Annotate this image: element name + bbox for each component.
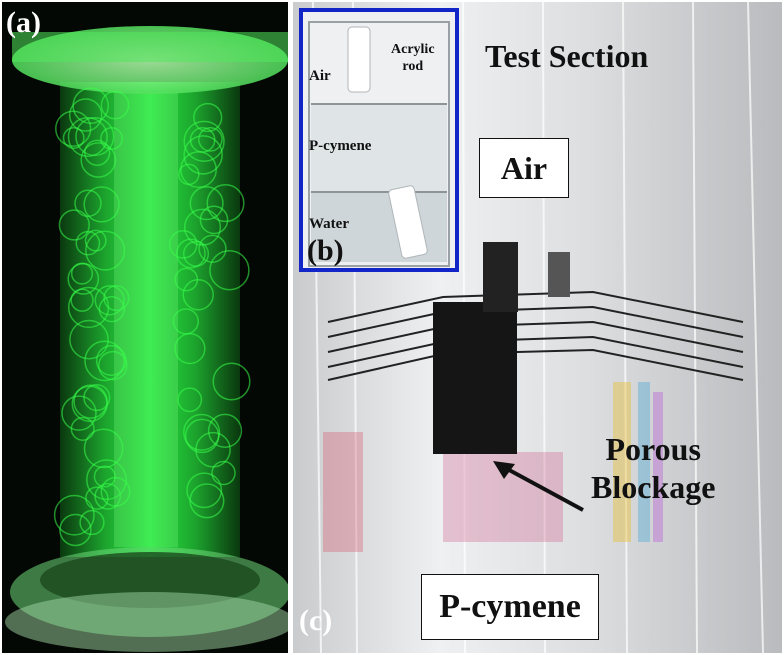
bubble xyxy=(212,362,251,401)
bubble xyxy=(189,127,216,153)
bubble xyxy=(85,486,109,510)
bubble xyxy=(183,120,225,162)
bubble xyxy=(174,332,206,365)
inset-water-label: Water xyxy=(309,216,349,232)
panel-c-photo: Test Section Air Porous Blockage P-cymen… xyxy=(293,2,782,653)
bubble xyxy=(209,249,250,291)
p-cymene-label: P-cymene xyxy=(421,574,599,640)
bubble xyxy=(211,460,236,486)
test-section-label: Test Section xyxy=(485,38,649,74)
inset-p-cymene-label: P-cymene xyxy=(309,138,372,154)
bubble xyxy=(207,413,243,448)
bubble xyxy=(186,472,223,509)
bubble xyxy=(168,230,198,259)
bubble xyxy=(83,186,120,223)
bubble xyxy=(83,384,111,412)
bubble xyxy=(55,110,92,147)
bubble xyxy=(198,234,227,263)
bubble xyxy=(103,285,130,312)
bubble-circles xyxy=(53,87,251,547)
panel-c-tag: (c) xyxy=(299,604,333,637)
bubble xyxy=(85,230,126,271)
bubble xyxy=(174,267,199,292)
bubble xyxy=(75,230,101,256)
bubble xyxy=(183,413,221,451)
bubble xyxy=(61,395,97,431)
bubble xyxy=(177,387,203,413)
green-cylinder-illustration xyxy=(2,2,288,653)
bubble xyxy=(79,509,105,536)
bubble xyxy=(70,262,94,285)
inset-air-label: Air xyxy=(309,68,331,84)
bubble xyxy=(182,240,210,267)
bubble xyxy=(86,459,127,501)
bubble xyxy=(172,308,199,335)
bubble xyxy=(83,428,124,469)
bubble xyxy=(206,184,245,223)
air-label: Air xyxy=(479,138,569,198)
bubble xyxy=(198,127,223,152)
bubble xyxy=(189,186,224,221)
arrow-icon xyxy=(493,461,584,512)
bubble xyxy=(195,431,231,468)
bubble xyxy=(93,465,116,488)
panel-a-tag: (a) xyxy=(6,6,41,39)
bubble xyxy=(98,295,125,323)
bubble xyxy=(199,205,229,235)
bubble xyxy=(100,90,130,120)
panel-b-tag: (b) xyxy=(307,234,344,267)
bubble xyxy=(178,163,200,186)
bubble xyxy=(183,135,223,175)
bubble xyxy=(62,127,85,149)
beaker-illustration xyxy=(303,12,455,268)
bubble xyxy=(175,238,206,269)
bubble xyxy=(71,385,108,422)
bubble xyxy=(59,513,92,547)
inset-acrylic-rod-label: Acrylic rod xyxy=(391,42,435,74)
porous-blockage-label: Porous Blockage xyxy=(591,431,716,506)
bubble xyxy=(69,319,109,360)
bubble xyxy=(94,285,125,316)
bubble xyxy=(182,279,214,311)
bubble xyxy=(84,340,125,382)
bubble xyxy=(180,151,217,189)
bubble xyxy=(98,350,128,381)
bubble xyxy=(67,286,110,329)
bubble xyxy=(67,116,108,158)
test-section-illustration xyxy=(293,2,782,653)
bubble xyxy=(80,142,117,178)
panel-b-inset: Air Acrylic rod P-cymene Water (b) xyxy=(299,8,459,272)
bubble xyxy=(193,102,223,133)
bubble xyxy=(53,494,95,536)
bubble xyxy=(68,98,103,132)
bubble xyxy=(58,209,90,241)
panel-a-photo: (a) xyxy=(2,2,288,653)
bubble xyxy=(94,483,122,510)
